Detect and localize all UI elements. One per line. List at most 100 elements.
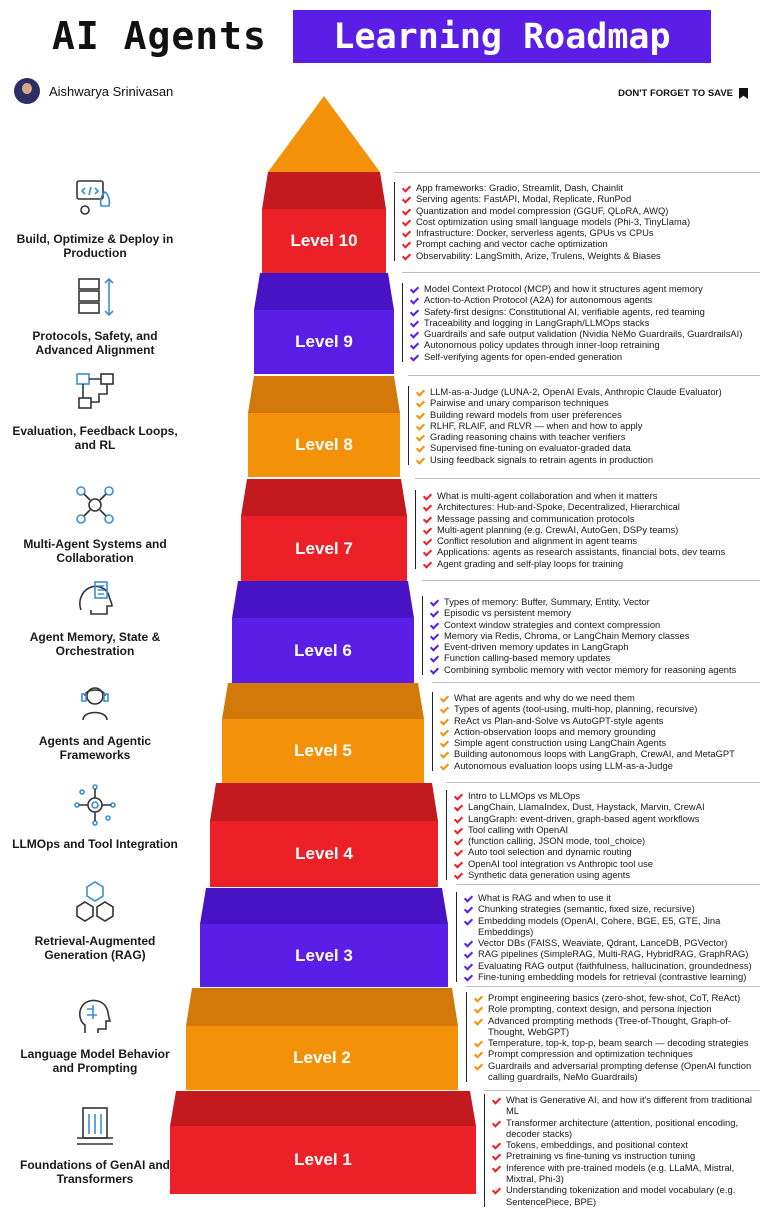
level-topic: Agent Memory, State & Orchestration: [8, 576, 182, 658]
feedback-loop-icon: [8, 370, 182, 418]
level-topic-title: LLMOps and Tool Integration: [12, 837, 178, 851]
level-step-front: Level 1: [170, 1126, 476, 1194]
list-item: ReAct vs Plan-and-Solve vs AutoGPT-style…: [441, 715, 762, 726]
level-topic-title: Evaluation, Feedback Loops, and RL: [12, 424, 178, 452]
level-topic-title: Build, Optimize & Deploy in Production: [16, 232, 174, 260]
list-item: Transformer architecture (attention, pos…: [493, 1117, 762, 1140]
list-item: Simple agent construction using LangChai…: [441, 737, 762, 748]
level-label: Level 4: [295, 844, 353, 863]
list-item: App frameworks: Gradio, Streamlit, Dash,…: [403, 182, 762, 193]
list-item: Cost optimization using small language m…: [403, 216, 762, 227]
save-reminder: DON'T FORGET TO SAVE: [618, 88, 748, 99]
list-item: Types of memory: Buffer, Summary, Entity…: [431, 596, 762, 607]
level-divider: [484, 1090, 760, 1091]
level-step-front: Level 8: [248, 413, 400, 477]
list-item: Building autonomous loops with LangGraph…: [441, 748, 762, 759]
list-item: Message passing and communication protoc…: [424, 513, 762, 524]
list-item: Context window strategies and context co…: [431, 619, 762, 630]
list-item: Traceability and logging in LangGraph/LL…: [411, 317, 762, 328]
level-step-front: Level 2: [186, 1026, 458, 1090]
bookmark-icon: [739, 88, 748, 99]
level-step-top: [222, 683, 424, 719]
list-item: Event-driven memory updates in LangGraph: [431, 641, 762, 652]
level-divider: [432, 682, 760, 683]
pyramid-apex: [268, 96, 380, 172]
agent-headset-icon: [8, 680, 182, 728]
level-divider: [415, 478, 760, 479]
list-item: What are agents and why do we need them: [441, 692, 762, 703]
level-divider: [466, 986, 760, 987]
level-topics-list: Prompt engineering basics (zero-shot, fe…: [466, 992, 762, 1083]
level-step-top: [186, 988, 458, 1026]
level-topic-title: Agent Memory, State & Orchestration: [29, 630, 161, 658]
list-item: Grading reasoning chains with teacher ve…: [417, 431, 762, 442]
list-item: Tokens, embeddings, and positional conte…: [493, 1139, 762, 1150]
list-item: Self-verifying agents for open-ended gen…: [411, 351, 762, 362]
brain-memory-icon: [8, 576, 182, 624]
level-label: Level 3: [295, 945, 353, 965]
list-item: Types of agents (tool-using, multi-hop, …: [441, 703, 762, 714]
level-topic-title: Foundations of GenAI and Transformers: [20, 1158, 170, 1186]
list-item: Intro to LLMOps vs MLOps: [455, 790, 762, 801]
list-item: What is Generative AI, and how it's diff…: [493, 1094, 762, 1117]
list-item: Embedding models (OpenAI, Cohere, BGE, E…: [465, 915, 762, 938]
level-label: Level 6: [294, 640, 352, 660]
list-item: Autonomous evaluation loops using LLM-as…: [441, 760, 762, 771]
list-item: Supervised fine-tuning on evaluator-grad…: [417, 442, 762, 453]
level-topic: Protocols, Safety, and Advanced Alignmen…: [8, 275, 182, 357]
list-item: Action-observation loops and memory grou…: [441, 726, 762, 737]
gear-network-icon: [8, 783, 182, 831]
list-item: Inference with pre-trained models (e.g. …: [493, 1162, 762, 1185]
list-item: Observability: LangSmith, Arize, Trulens…: [403, 250, 762, 261]
level-divider: [394, 172, 760, 173]
level-step-front: Level 3: [200, 924, 448, 987]
level-step-top: [210, 783, 438, 821]
list-item: Architectures: Hub-and-Spoke, Decentrali…: [424, 501, 762, 512]
level-step-top: [254, 273, 394, 310]
list-item: Tool calling with OpenAI: [455, 824, 762, 835]
server-stack-icon: [8, 275, 182, 323]
list-item: Action-to-Action Protocol (A2A) for auto…: [411, 294, 762, 305]
level-label: Level 1: [294, 1150, 352, 1169]
list-item: What is RAG and when to use it: [465, 892, 762, 903]
level-topic-title: Protocols, Safety, and Advanced Alignmen…: [32, 329, 158, 357]
list-item: RAG pipelines (SimpleRAG, Multi-RAG, Hyb…: [465, 948, 762, 959]
hexagon-network-icon: [8, 880, 182, 928]
list-item: Prompt engineering basics (zero-shot, fe…: [475, 992, 762, 1003]
avatar: [14, 78, 40, 104]
list-item: Guardrails and safe output validation (N…: [411, 328, 762, 339]
list-item: What is multi-agent collaboration and wh…: [424, 490, 762, 501]
level-label: Level 9: [295, 332, 353, 351]
list-item: Synthetic data generation using agents: [455, 869, 762, 880]
level-step-top: [170, 1091, 476, 1126]
list-item: LLM-as-a-Judge (LUNA-2, OpenAI Evals, An…: [417, 386, 762, 397]
list-item: (function calling, JSON mode, tool_choic…: [455, 835, 762, 846]
level-label: Level 10: [290, 231, 358, 250]
level-step-top: [200, 888, 448, 924]
list-item: Agent grading and self-play loops for tr…: [424, 558, 762, 569]
list-item: Infrastructure: Docker, serverless agent…: [403, 227, 762, 238]
list-item: Quantization and model compression (GGUF…: [403, 205, 762, 216]
level-step-front: Level 6: [232, 618, 414, 683]
level-divider: [456, 884, 760, 885]
page-title: AI Agents: [52, 14, 267, 58]
level-topic: Retrieval-Augmented Generation (RAG): [8, 880, 182, 962]
level-topic-title: Agents and Agentic Frameworks: [38, 734, 152, 762]
list-item: Auto tool selection and dynamic routing: [455, 846, 762, 857]
list-item: RLHF, RLAIF, and RLVR — when and how to …: [417, 420, 762, 431]
level-topics-list: Model Context Protocol (MCP) and how it …: [402, 283, 762, 363]
level-topic: Multi-Agent Systems and Collaboration: [8, 483, 182, 565]
level-step-front: Level 7: [241, 516, 407, 581]
list-item: OpenAI tool integration vs Anthropic too…: [455, 858, 762, 869]
ai-head-icon: [8, 993, 182, 1041]
level-topic-title: Retrieval-Augmented Generation (RAG): [34, 934, 156, 962]
list-item: Fine-tuning embedding models for retriev…: [465, 971, 762, 982]
level-topic: Language Model Behavior and Prompting: [8, 993, 182, 1075]
save-reminder-text: DON'T FORGET TO SAVE: [618, 88, 733, 99]
level-label: Level 5: [294, 741, 352, 760]
list-item: LangChain, LlamaIndex, Dust, Haystack, M…: [455, 801, 762, 812]
list-item: Pretraining vs fine-tuning vs instructio…: [493, 1150, 762, 1161]
list-item: Pairwise and unary comparison techniques: [417, 397, 762, 408]
list-item: Prompt compression and optimization tech…: [475, 1048, 762, 1059]
